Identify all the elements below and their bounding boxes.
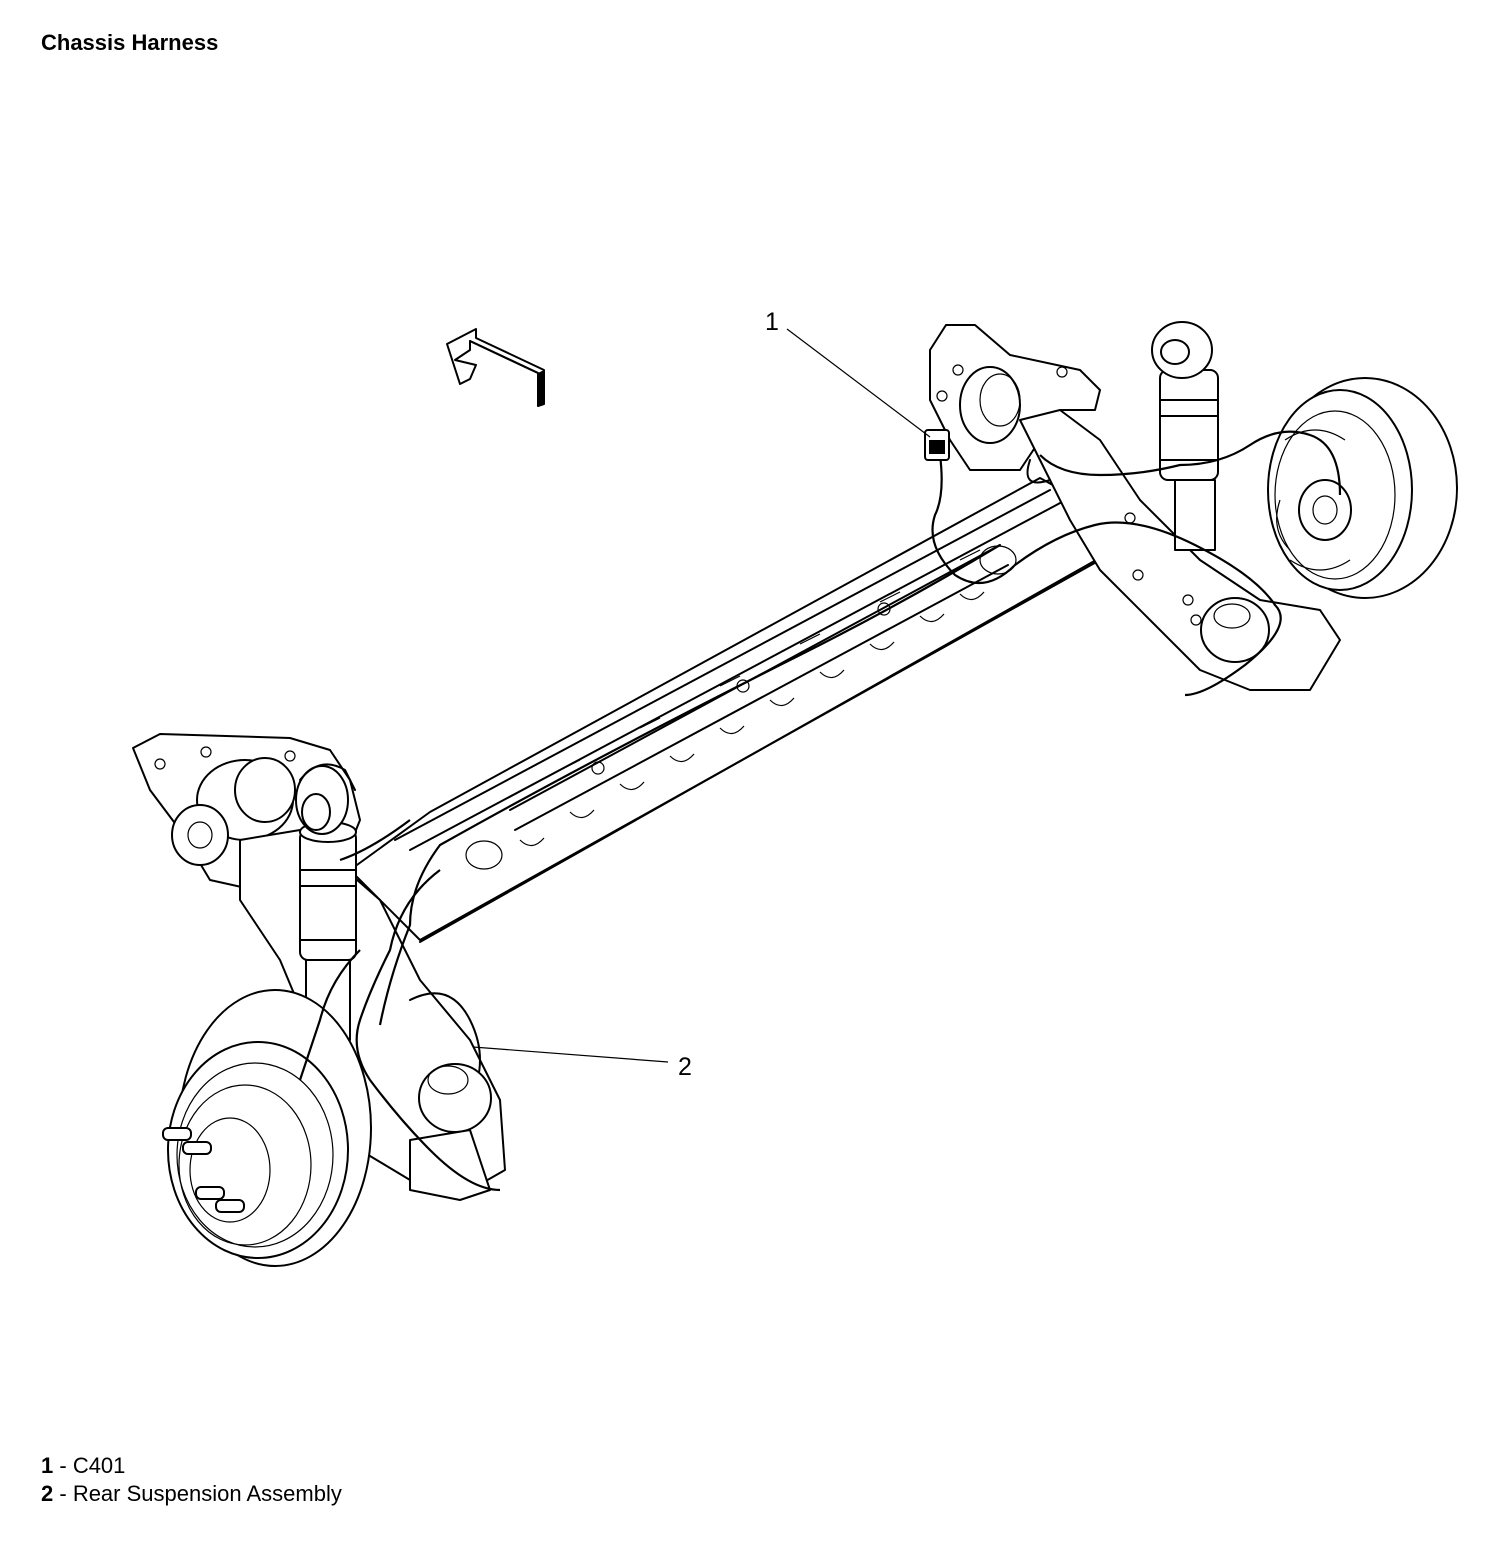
left-brake-drum xyxy=(162,989,372,1267)
legend-number: 2 xyxy=(41,1481,54,1506)
callout-1: 1 xyxy=(765,308,779,336)
direction-arrow-icon xyxy=(446,328,545,407)
legend-item: 1 - C401 xyxy=(41,1452,342,1480)
legend-label: C401 xyxy=(72,1453,126,1478)
chassis-harness xyxy=(298,430,1342,1192)
legend-separator: - xyxy=(53,1453,73,1478)
callout-2: 2 xyxy=(678,1053,692,1081)
legend-item: 2 - Rear Suspension Assembly xyxy=(41,1480,342,1508)
diagram-title: Chassis Harness xyxy=(41,30,219,55)
legend-number: 1 xyxy=(41,1453,54,1478)
right-shock-absorber xyxy=(1151,321,1219,551)
legend-separator: - xyxy=(53,1481,73,1506)
right-brake-backing-plate xyxy=(1267,377,1458,599)
torsion-beam xyxy=(349,477,1106,943)
c401-connector xyxy=(924,429,950,461)
callout-leaders xyxy=(472,328,931,1063)
legend: 1 - C401 2 - Rear Suspension Assembly xyxy=(41,1452,342,1508)
legend-label: Rear Suspension Assembly xyxy=(72,1481,342,1506)
